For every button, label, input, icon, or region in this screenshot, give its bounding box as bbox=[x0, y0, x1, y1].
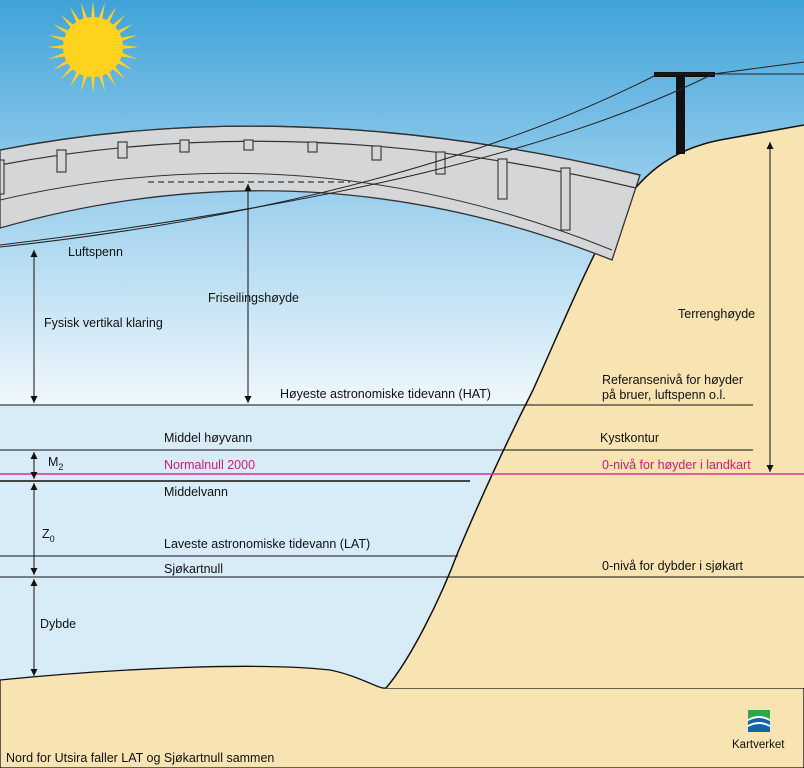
sun bbox=[47, 1, 139, 93]
sun-ray bbox=[105, 7, 116, 24]
sun-ray bbox=[90, 1, 96, 20]
label-null-niva-landkart: 0-nivå for høyder i landkart bbox=[602, 458, 751, 472]
sun-ray bbox=[48, 35, 67, 42]
sun-ray bbox=[53, 24, 70, 35]
label-z0: Z0 bbox=[42, 527, 55, 544]
logo-text: Kartverket bbox=[732, 739, 785, 751]
label-terrenghoyde: Terrenghøyde bbox=[678, 307, 755, 321]
sun-ray bbox=[53, 59, 70, 70]
sun-ray bbox=[105, 70, 116, 87]
sun-ray bbox=[48, 52, 67, 59]
label-m2: M2 bbox=[48, 455, 63, 472]
label-null-niva-sjokart: 0-nivå for dybder i sjøkart bbox=[602, 559, 744, 573]
sun-ray bbox=[60, 65, 75, 80]
label-kystkontur: Kystkontur bbox=[600, 431, 659, 445]
kartverket-logo: Kartverket bbox=[732, 710, 785, 751]
label-lat: Laveste astronomiske tidevann (LAT) bbox=[164, 537, 370, 551]
label-middel-hoyvann: Middel høyvann bbox=[164, 431, 252, 445]
sun-ray bbox=[70, 70, 81, 87]
sun-ray bbox=[120, 44, 139, 50]
sun-ray bbox=[90, 74, 96, 93]
label-normalnull: Normalnull 2000 bbox=[164, 458, 255, 472]
sun-ray bbox=[98, 2, 105, 21]
label-luftspenn: Luftspenn bbox=[68, 245, 123, 259]
sun-ray bbox=[119, 35, 138, 42]
label-middelvann: Middelvann bbox=[164, 485, 228, 499]
power-lines bbox=[0, 61, 804, 248]
bridge bbox=[0, 125, 641, 261]
label-fysisk-vertikal-klaring: Fysisk vertikal klaring bbox=[44, 316, 163, 330]
sea-floor bbox=[0, 665, 804, 768]
sun-ray bbox=[111, 14, 126, 29]
label-referanse-line2: på bruer, luftspenn o.l. bbox=[602, 388, 726, 402]
sun-ray bbox=[47, 44, 66, 50]
land-hill bbox=[386, 125, 804, 688]
label-friseilingshoyde: Friseilingshøyde bbox=[208, 291, 299, 305]
sun-ray bbox=[98, 73, 105, 92]
sun-ray bbox=[111, 65, 126, 80]
label-referanse-line1: Referansenivå for høyder bbox=[602, 373, 743, 387]
sun-ray bbox=[60, 14, 75, 29]
sun-ray bbox=[119, 52, 138, 59]
sun-ray bbox=[81, 2, 88, 21]
footnote: Nord for Utsira faller LAT og Sjøkartnul… bbox=[6, 751, 274, 765]
sun-ray bbox=[116, 24, 133, 35]
sun-ray bbox=[70, 7, 81, 24]
sun-ray bbox=[116, 59, 133, 70]
label-hat: Høyeste astronomiske tidevann (HAT) bbox=[280, 387, 491, 401]
sun-ray bbox=[81, 73, 88, 92]
coastline bbox=[385, 124, 804, 689]
label-dybde: Dybde bbox=[40, 617, 76, 631]
label-sjokartnull: Sjøkartnull bbox=[164, 562, 223, 576]
